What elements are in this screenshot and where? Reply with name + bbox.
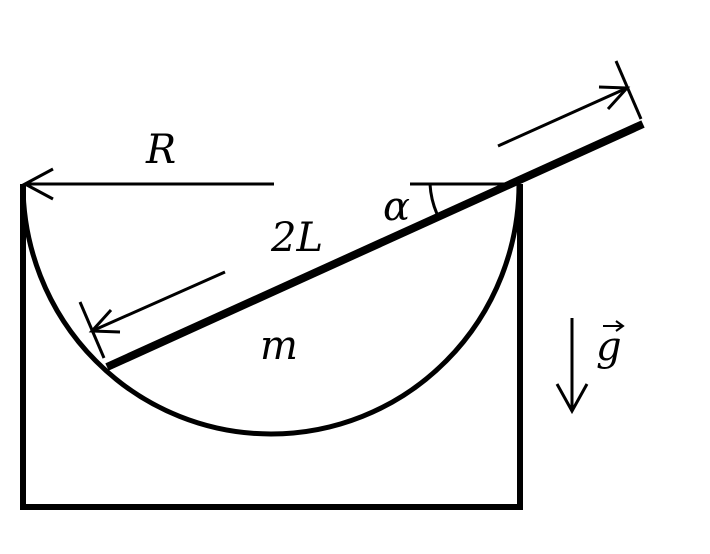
length-arrow-lower [78,270,226,359]
rod [105,120,645,371]
radius-label: R [145,127,176,173]
angle-label: α [383,184,410,230]
length-symbol: L [295,215,323,261]
length-factor: 2 [270,215,296,261]
angle-arc [428,183,439,215]
length-arrow-upper [497,60,643,148]
length-label: 2L [270,215,323,261]
hemispherical-bowl [20,183,522,437]
radius-arrow [21,167,274,201]
gravity-arrow [555,318,589,415]
length-tick-lower [78,301,106,359]
mass-label: m [260,323,298,369]
length-tick-upper [614,60,643,120]
gravity-label: g [596,324,622,370]
gravity-vector-mark [603,320,625,332]
container-block [20,184,523,510]
